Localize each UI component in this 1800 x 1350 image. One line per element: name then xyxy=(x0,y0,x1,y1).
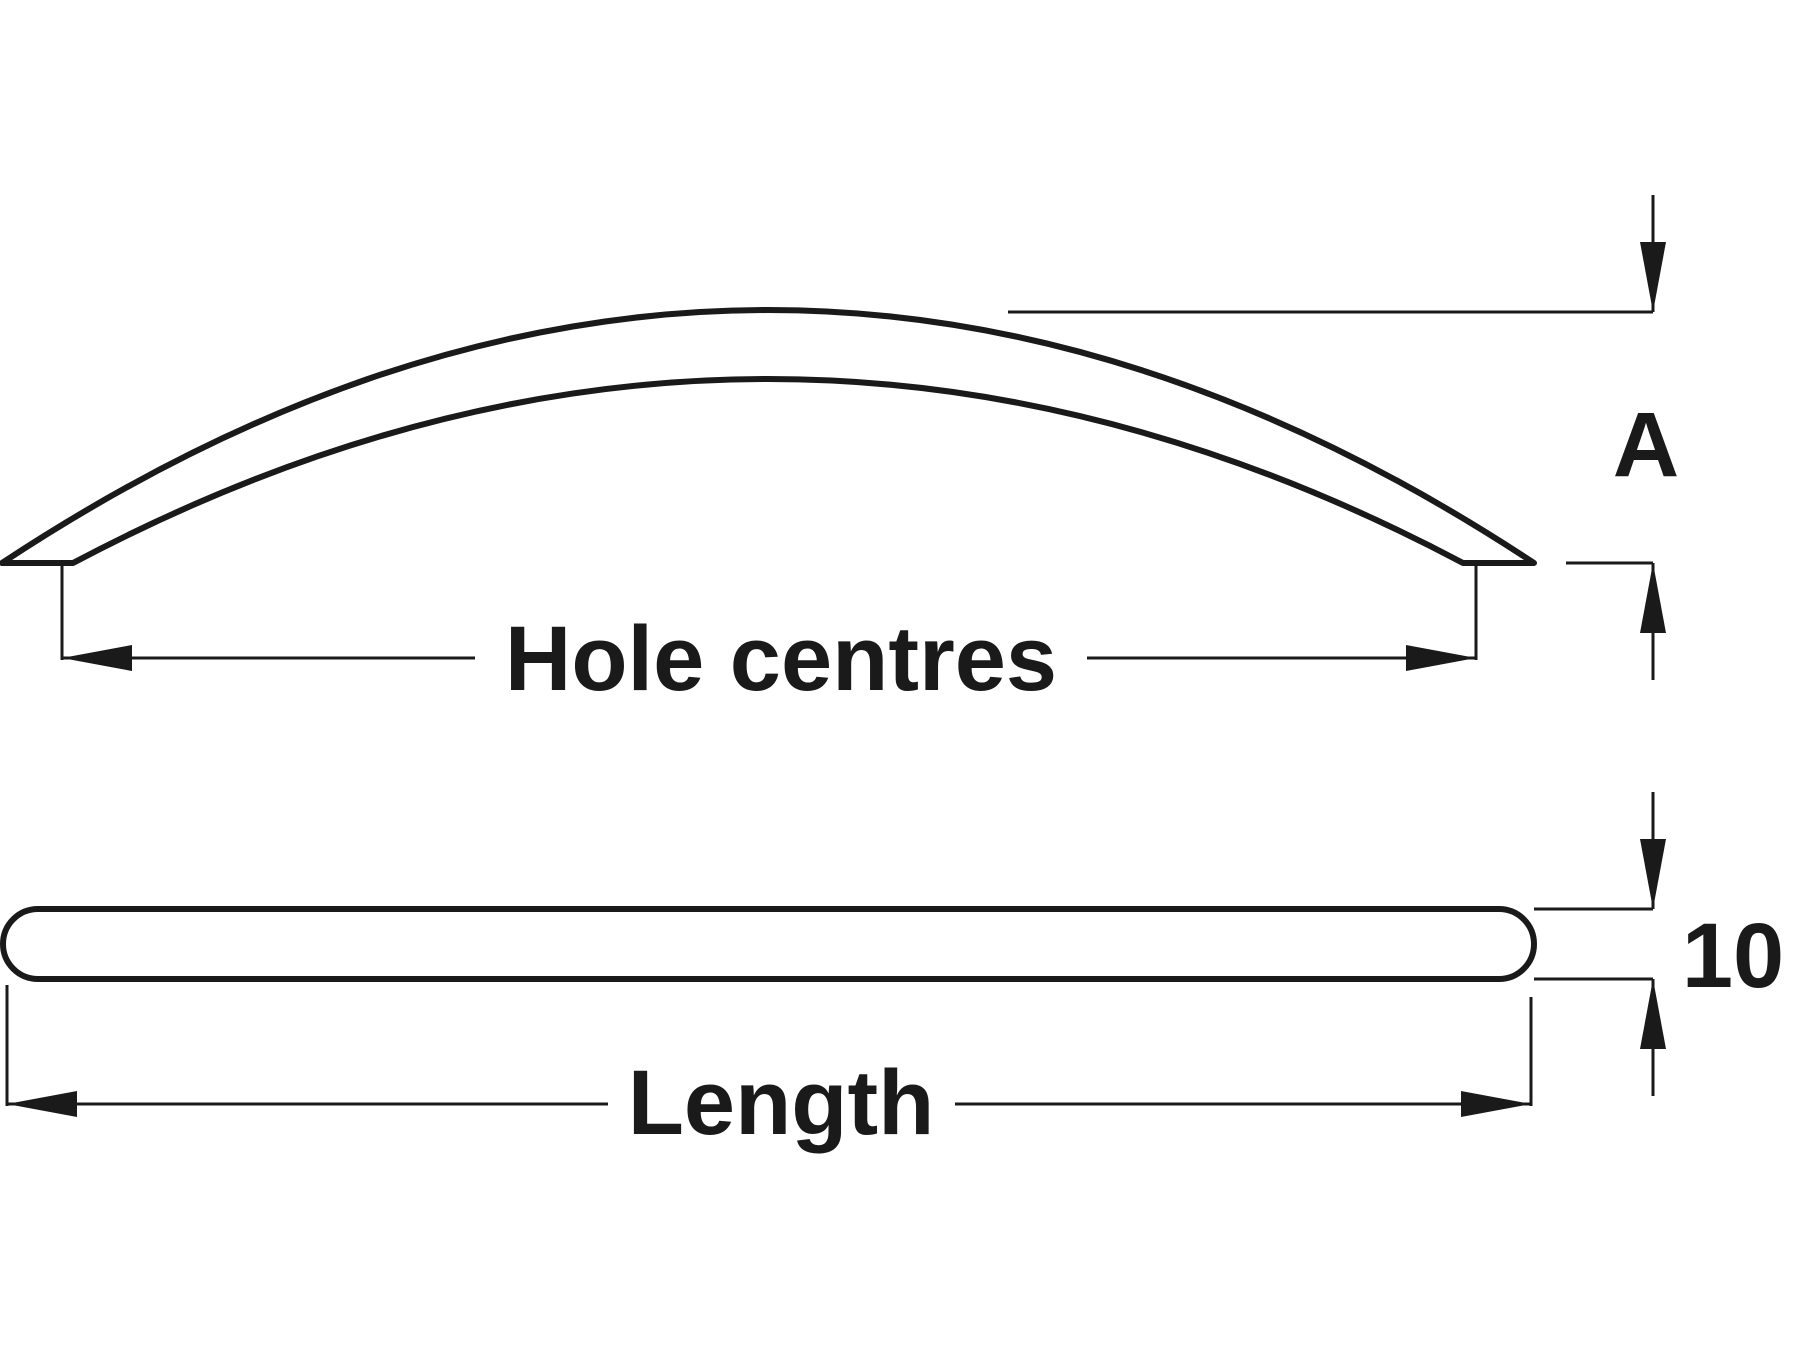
arrowhead-left-icon xyxy=(7,1091,77,1117)
length-label: Length xyxy=(628,1052,935,1154)
arrow-down-icon xyxy=(1640,839,1666,909)
thickness-label: 10 xyxy=(1682,905,1784,1007)
a-label: A xyxy=(1613,394,1679,496)
arrowhead-left-icon xyxy=(62,645,132,671)
arrowhead-right-icon xyxy=(1461,1091,1531,1117)
arrow-down-icon xyxy=(1640,242,1666,312)
hole-centres-label: Hole centres xyxy=(505,608,1057,710)
arrowhead-right-icon xyxy=(1406,645,1476,671)
arrow-up-icon xyxy=(1640,979,1666,1049)
arrow-up-icon xyxy=(1640,563,1666,633)
handle-top-view xyxy=(0,906,1537,982)
handle-side-view xyxy=(0,307,1537,566)
